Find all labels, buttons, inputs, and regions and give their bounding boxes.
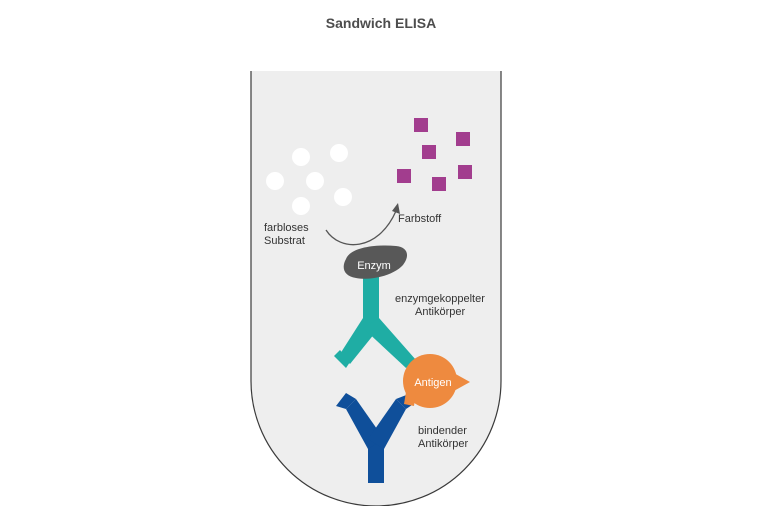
- conjugated-antibody-label: enzymgekoppelter Antikörper: [395, 293, 488, 318]
- dye-molecule: [432, 177, 446, 191]
- conjugated-antibody-stem: [363, 276, 379, 326]
- substrate-molecules: [266, 144, 352, 215]
- conjugated-antibody-left-notch: [334, 350, 350, 368]
- dye-molecule: [458, 165, 472, 179]
- substrate-molecule: [292, 148, 310, 166]
- substrate-molecule: [266, 172, 284, 190]
- antigen-tip: [452, 372, 470, 392]
- binding-antibody-right-arm: [368, 399, 406, 449]
- substrate-molecule: [292, 197, 310, 215]
- dye-molecule: [456, 132, 470, 146]
- enzyme-label: Enzym: [357, 260, 391, 272]
- dye-label: Farbstoff: [398, 213, 442, 225]
- substrate-label: farbloses Substrat: [264, 222, 312, 247]
- dye-molecules: [397, 118, 472, 191]
- dye-molecule: [397, 169, 411, 183]
- binding-antibody-left-notch: [336, 393, 356, 409]
- enzyme: Enzym: [343, 245, 408, 279]
- antigen-lower-lobe: [404, 392, 416, 406]
- binding-antibody-label-line1: bindender: [418, 425, 467, 437]
- substrate-molecule: [306, 172, 324, 190]
- antigen: Antigen: [403, 354, 470, 408]
- reaction-arrow: [325, 210, 397, 246]
- binding-antibody-label: bindender Antikörper: [418, 425, 470, 450]
- conjugated-antibody: [334, 276, 416, 368]
- reaction-arrowhead-icon: [392, 203, 400, 214]
- antigen-label: Antigen: [414, 377, 451, 389]
- substrate-label-line1: farbloses: [264, 222, 309, 234]
- substrate-molecule: [334, 188, 352, 206]
- dye-molecule: [414, 118, 428, 132]
- diagram-title: Sandwich ELISA: [326, 15, 436, 31]
- substrate-molecule: [330, 144, 348, 162]
- dye-molecule: [422, 145, 436, 159]
- conjugated-antibody-right-arm: [363, 318, 416, 368]
- antigen-body: [403, 354, 457, 408]
- binding-antibody-stem: [368, 437, 384, 483]
- binding-antibody-label-line2: Antikörper: [418, 438, 468, 450]
- enzyme-body: [343, 245, 408, 279]
- substrate-label-line2: Substrat: [264, 235, 305, 247]
- conjugated-antibody-label-line2: Antikörper: [415, 306, 465, 318]
- conjugated-antibody-label-line1: enzymgekoppelter: [395, 293, 485, 305]
